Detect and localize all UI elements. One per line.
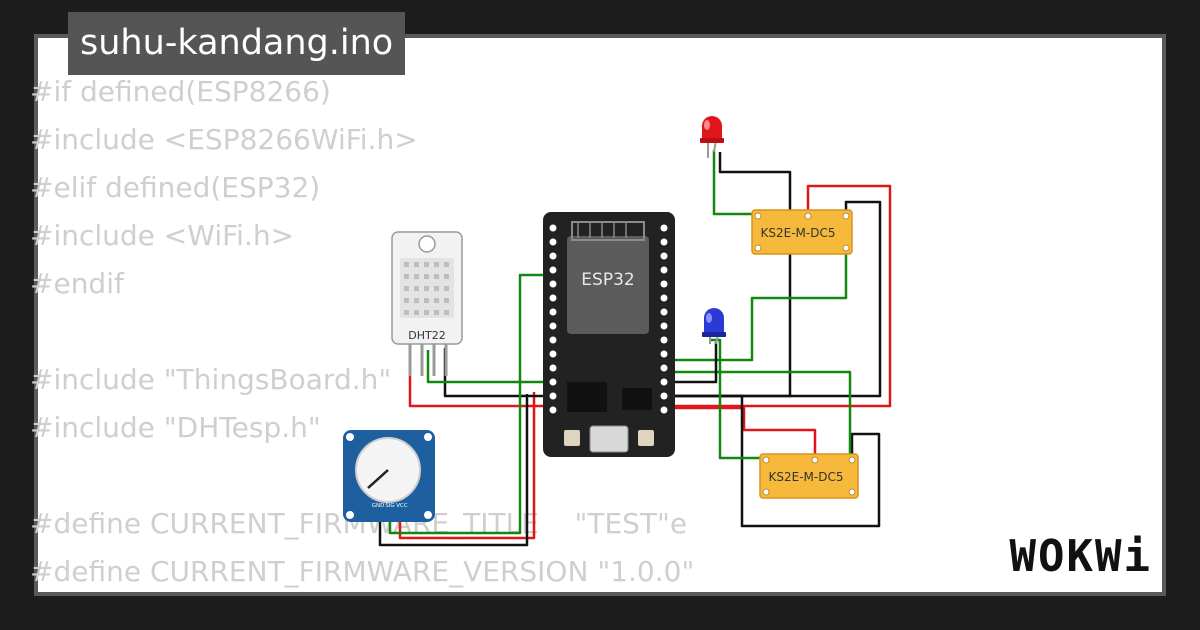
esp32-boot-button[interactable] [564, 430, 580, 446]
esp32-label: ESP32 [581, 270, 634, 290]
wire-green-relay1 [664, 254, 848, 362]
wires [378, 150, 892, 547]
code-line: #include "ThingsBoard.h" [30, 363, 392, 396]
wire-green-pot-sig [388, 273, 552, 535]
wire-green-relay2 [664, 370, 852, 458]
led-blue[interactable] [702, 308, 726, 345]
potentiometer[interactable]: GND SIG VCC [343, 430, 435, 522]
wire-black-pot-gnd [378, 394, 529, 547]
wire-black-relay2 [664, 394, 881, 528]
relay-bottom[interactable]: KS2E-M-DC5 [759, 453, 859, 499]
wire-green-dht [426, 350, 552, 384]
wire-green-led-red [712, 150, 756, 216]
code-line: #endif [30, 267, 124, 300]
code-line: #if defined(ESP8266) [30, 75, 331, 108]
code-line: #include "DHTesp.h" [30, 411, 321, 444]
esp32-pins-left [549, 224, 557, 414]
wire-red-vcc [408, 184, 892, 408]
code-line: #elif defined(ESP32) [30, 171, 321, 204]
code-line: #include <WiFi.h> [30, 219, 295, 252]
wire-black-led-blue [664, 342, 718, 384]
wire-black-led-red [664, 152, 792, 398]
relay-top-label: KS2E-M-DC5 [761, 226, 836, 240]
pot-pin-sig: SIG [385, 503, 394, 509]
wire-red-relay2 [662, 406, 817, 458]
relay-bottom-label: KS2E-M-DC5 [769, 470, 844, 484]
pot-pin-vcc: VCC [396, 503, 408, 509]
led-red[interactable] [700, 116, 724, 158]
code-line: #define CURRENT_FIRMWARE_VERSION "1.0.0" [30, 555, 695, 588]
wire-green-led-blue [710, 338, 762, 460]
project-filename[interactable]: suhu-kandang.ino [68, 12, 406, 75]
esp32-reset-button[interactable] [638, 430, 654, 446]
pot-pin-gnd: GND [372, 503, 385, 509]
esp32-pins-right [660, 224, 668, 414]
code-line: #include <ESP8266WiFi.h> [30, 123, 418, 156]
relay-top[interactable]: KS2E-M-DC5 [751, 209, 853, 255]
dht22-sensor[interactable]: DHT22 [391, 231, 463, 376]
code-preview: #if defined(ESP8266) #include <ESP8266WiF… [30, 68, 694, 596]
dht22-label: DHT22 [408, 329, 445, 342]
wire-red-pot-vcc [398, 392, 536, 540]
esp32-board[interactable]: ESP32 [543, 212, 675, 457]
wire-black-gnd [443, 200, 882, 398]
wokwi-logo: WOKWi [1009, 531, 1152, 582]
